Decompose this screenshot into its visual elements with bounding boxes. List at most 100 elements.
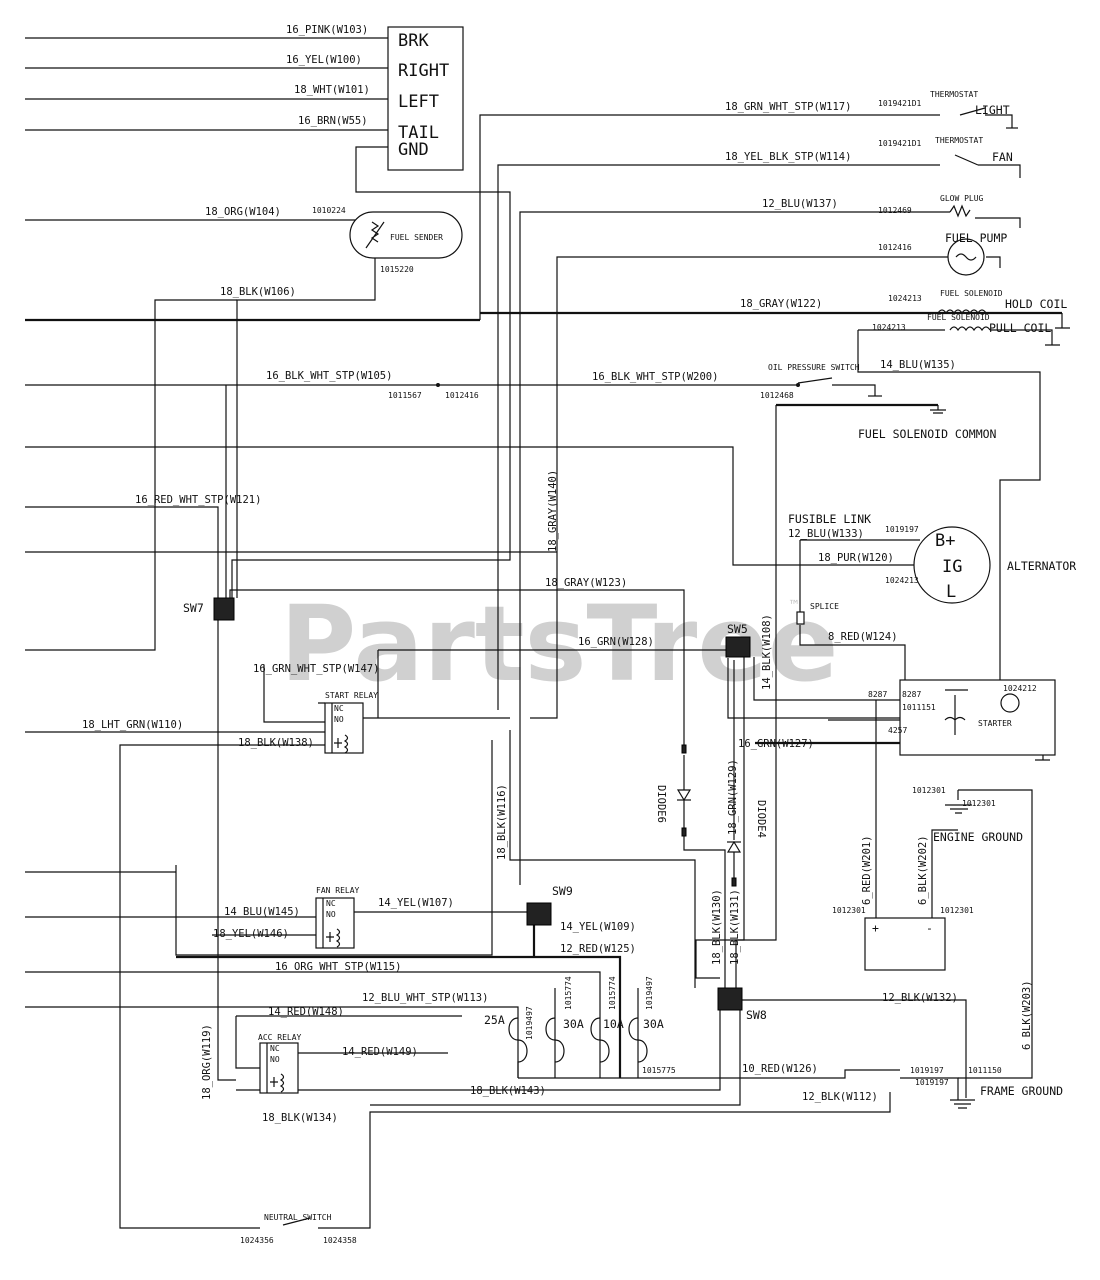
part-number: 1011567 xyxy=(388,391,422,400)
wire-w123: 18_GRAY(W123) xyxy=(545,577,627,589)
wire-w109: 14_YEL(W109) xyxy=(560,921,636,933)
wire-w203: 6_BLK(W203) xyxy=(1021,980,1033,1050)
sw7-label: SW7 xyxy=(183,601,204,615)
thermostat-1-label: THERMOSTAT xyxy=(930,90,978,99)
wire-w149: 14_RED(W149) xyxy=(342,1046,418,1058)
wire-w140: 18_GRAY(W140) xyxy=(547,470,559,552)
part-number: 1012301 xyxy=(832,906,866,915)
fuse-2-rating: 30A xyxy=(563,1017,584,1031)
acc-relay-no: NO xyxy=(270,1055,280,1064)
wire-w105: 16_BLK_WHT_STP(W105) xyxy=(266,370,392,382)
battery-plus: + xyxy=(872,921,879,935)
wire-w114: 18_YEL_BLK_STP(W114) xyxy=(725,151,851,163)
start-relay-nc: NC xyxy=(334,704,344,713)
fuse-1-rating: 25A xyxy=(484,1013,505,1027)
part-number: 1019197 xyxy=(915,1078,949,1087)
sw8-connector xyxy=(717,987,743,1011)
wire-w129: 18_GRN(W129) xyxy=(727,759,739,835)
part-number: 1019197 xyxy=(910,1066,944,1075)
alternator: B+ IG L ALTERNATOR xyxy=(913,526,1076,604)
wire-w115: 16_ORG_WHT_STP(W115) xyxy=(275,961,401,973)
fuel-pump: FUEL PUMP xyxy=(945,231,1007,276)
sw5-label: SW5 xyxy=(727,622,748,636)
part-number: 1011150 xyxy=(968,1066,1002,1075)
part-number: 1012301 xyxy=(962,799,996,808)
wire-w108: 14_BLK(W108) xyxy=(761,614,773,690)
diode4-label: DIODE4 xyxy=(755,800,767,838)
part-number: 1024358 xyxy=(323,1236,357,1245)
wire-w125: 12_RED(W125) xyxy=(560,943,636,955)
wire-w146: 18_YEL(W146) xyxy=(213,928,289,940)
start-relay: NC NO START RELAY xyxy=(318,691,378,754)
oil-pressure-switch-label: OIL PRESSURE SWITCH xyxy=(768,363,860,372)
fuel-sender: FUEL SENDER xyxy=(349,211,463,259)
wire-w112: 12_BLK(W112) xyxy=(802,1091,878,1103)
part-number: 1011151 xyxy=(902,703,936,712)
light-box-left: LEFT xyxy=(398,92,439,112)
wire-w104: 18_ORG(W104) xyxy=(205,206,281,218)
wire-w126: 10_RED(W126) xyxy=(742,1063,818,1075)
wire-w135: 14_BLU(W135) xyxy=(880,359,956,371)
pull-coil-label: PULL COIL xyxy=(989,321,1051,335)
fan-relay: NC NO FAN RELAY xyxy=(315,886,360,949)
wire-w113: 12_BLU_WHT_STP(W113) xyxy=(362,992,488,1004)
fuel-solenoid-2-label: FUEL SOLENOID xyxy=(927,313,990,322)
alternator-label: ALTERNATOR xyxy=(1007,559,1076,573)
wire-w143: 18_BLK(W143) xyxy=(470,1085,546,1097)
light-box-gnd: GND xyxy=(398,140,429,160)
wire-w119: 18_ORG(W119) xyxy=(201,1024,213,1100)
sw7-connector xyxy=(213,597,235,621)
part-number: 1015220 xyxy=(380,265,414,274)
part-number: 1010224 xyxy=(312,206,346,215)
fan-relay-label: FAN RELAY xyxy=(316,886,360,895)
acc-relay-nc: NC xyxy=(270,1044,280,1053)
part-number: 1019197 xyxy=(885,525,919,534)
part-number: 1012416 xyxy=(878,243,912,252)
light-switch-box: BRK RIGHT LEFT TAIL GND xyxy=(387,26,464,171)
fuse-3-rating: 10A xyxy=(603,1017,624,1031)
part-number: 8287 xyxy=(902,690,921,699)
component-labels: THERMOSTAT THERMOSTAT LIGHT FAN GLOW PLU… xyxy=(183,90,1067,1222)
wire-w55: 16_BRN(W55) xyxy=(298,115,368,127)
part-number: 1015774 xyxy=(608,976,617,1010)
wire-w131: 18_BLK(W131) xyxy=(729,889,741,965)
partstree-watermark: PartsTree xyxy=(280,583,838,705)
wire-w110: 18_LHT_GRN(W110) xyxy=(82,719,183,731)
hold-coil-label: HOLD COIL xyxy=(1005,297,1067,311)
wire-w128: 16_GRN(W128) xyxy=(578,636,654,648)
part-number: 1024356 xyxy=(240,1236,274,1245)
wire-labels: 16_PINK(W103) 16_YEL(W100) 18_WHT(W101) … xyxy=(82,24,958,1124)
fuel-pump-label: FUEL PUMP xyxy=(945,231,1007,245)
fuel-solenoid-1-label: FUEL SOLENOID xyxy=(940,289,1003,298)
diode6-label: DIODE6 xyxy=(655,785,667,823)
wire-w124: 8_RED(W124) xyxy=(828,631,898,643)
part-number: 1024212 xyxy=(1003,684,1037,693)
wire-w116: 18_BLK(W116) xyxy=(496,784,508,860)
splice-label: SPLICE xyxy=(810,602,839,611)
part-number: 1012301 xyxy=(912,786,946,795)
wire-w120: 18_PUR(W120) xyxy=(818,552,894,564)
battery: + - xyxy=(864,917,946,971)
fan-label: FAN xyxy=(992,150,1013,164)
thermostat-2-label: THERMOSTAT xyxy=(935,136,983,145)
alternator-b-plus: B+ xyxy=(935,531,955,551)
wire-w133: 12_BLU(W133) xyxy=(788,528,864,540)
part-number: 1019497 xyxy=(645,976,654,1010)
fuel-solenoid-coils xyxy=(937,309,991,332)
part-number: 1015774 xyxy=(564,976,573,1010)
part-number: 1012469 xyxy=(878,206,912,215)
fuse-4-rating: 30A xyxy=(643,1017,664,1031)
acc-relay-label: ACC RELAY xyxy=(258,1033,302,1042)
part-number: 1024213 xyxy=(872,323,906,332)
wire-w101: 18_WHT(W101) xyxy=(294,84,370,96)
fuse-block: 25A 30A 10A 30A xyxy=(484,1013,664,1078)
part-number: 1024213 xyxy=(888,294,922,303)
diodes xyxy=(676,744,742,887)
wire-w202: 6_BLK(W202) xyxy=(917,835,929,905)
splice xyxy=(796,611,805,625)
wire-w200: 16_BLK_WHT_STP(W200) xyxy=(592,371,718,383)
wire-w127: 16_GRN(W127) xyxy=(738,738,814,750)
wire-w147: 16_GRN_WHT_STP(W147) xyxy=(253,663,379,675)
part-number: 1015775 xyxy=(642,1066,676,1075)
